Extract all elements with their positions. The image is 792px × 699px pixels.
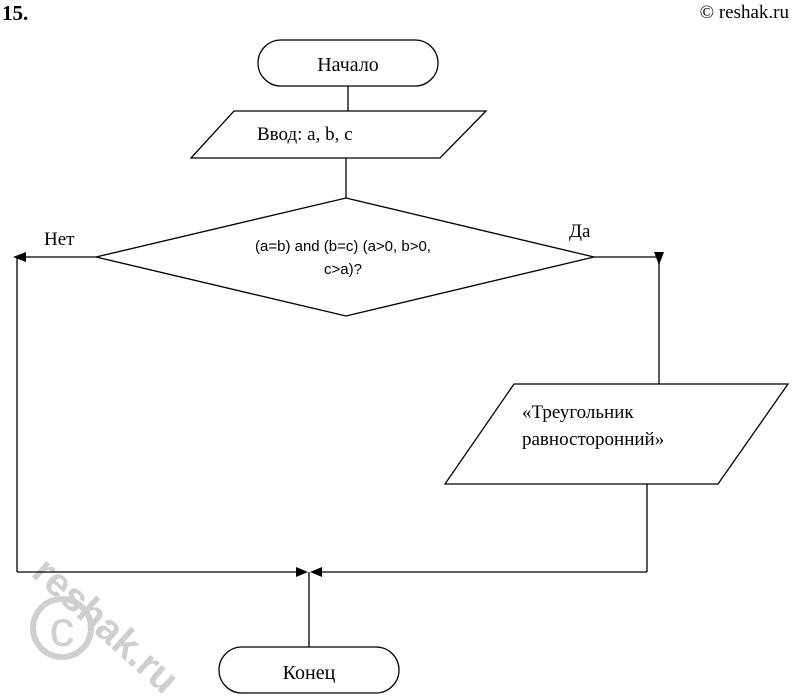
- arrow-left-icon: [310, 567, 322, 577]
- copyright-label: © reshak.ru: [700, 2, 790, 23]
- condition-line1: (a=b) and (b=c) (a>0, b>0,: [255, 238, 431, 255]
- condition-line2: c>a)?: [324, 261, 362, 278]
- arrow-down-icon: [654, 252, 664, 265]
- watermark-text: reshak.ru: [24, 549, 187, 694]
- arrow-right-icon: [296, 567, 308, 577]
- connectors: [16, 86, 660, 647]
- watermark-c: c: [50, 601, 75, 657]
- watermark-logo: c reshak.ru: [24, 549, 187, 699]
- end-terminator: Конец: [218, 646, 400, 694]
- start-label: Начало: [317, 54, 379, 76]
- branch-yes-label: Да: [569, 221, 591, 242]
- output-block: «Треугольник равносторонний»: [443, 383, 790, 485]
- copyright-circle-icon: [30, 596, 94, 660]
- problem-number: 15.: [2, 1, 28, 25]
- branch-no-label: Нет: [44, 229, 75, 250]
- start-terminator: Начало: [257, 39, 439, 87]
- arrow-left-icon: [13, 252, 26, 262]
- decision-block: (a=b) and (b=c) (a>0, b>0, c>a)?: [95, 197, 595, 317]
- end-label: Конец: [283, 662, 336, 684]
- output-line2: равносторонний»: [522, 429, 664, 450]
- input-block: Ввод: a, b, c: [189, 110, 488, 159]
- arrowheads: [13, 252, 664, 577]
- input-label: Ввод: a, b, c: [257, 124, 353, 145]
- output-line1: «Треугольник: [522, 402, 634, 423]
